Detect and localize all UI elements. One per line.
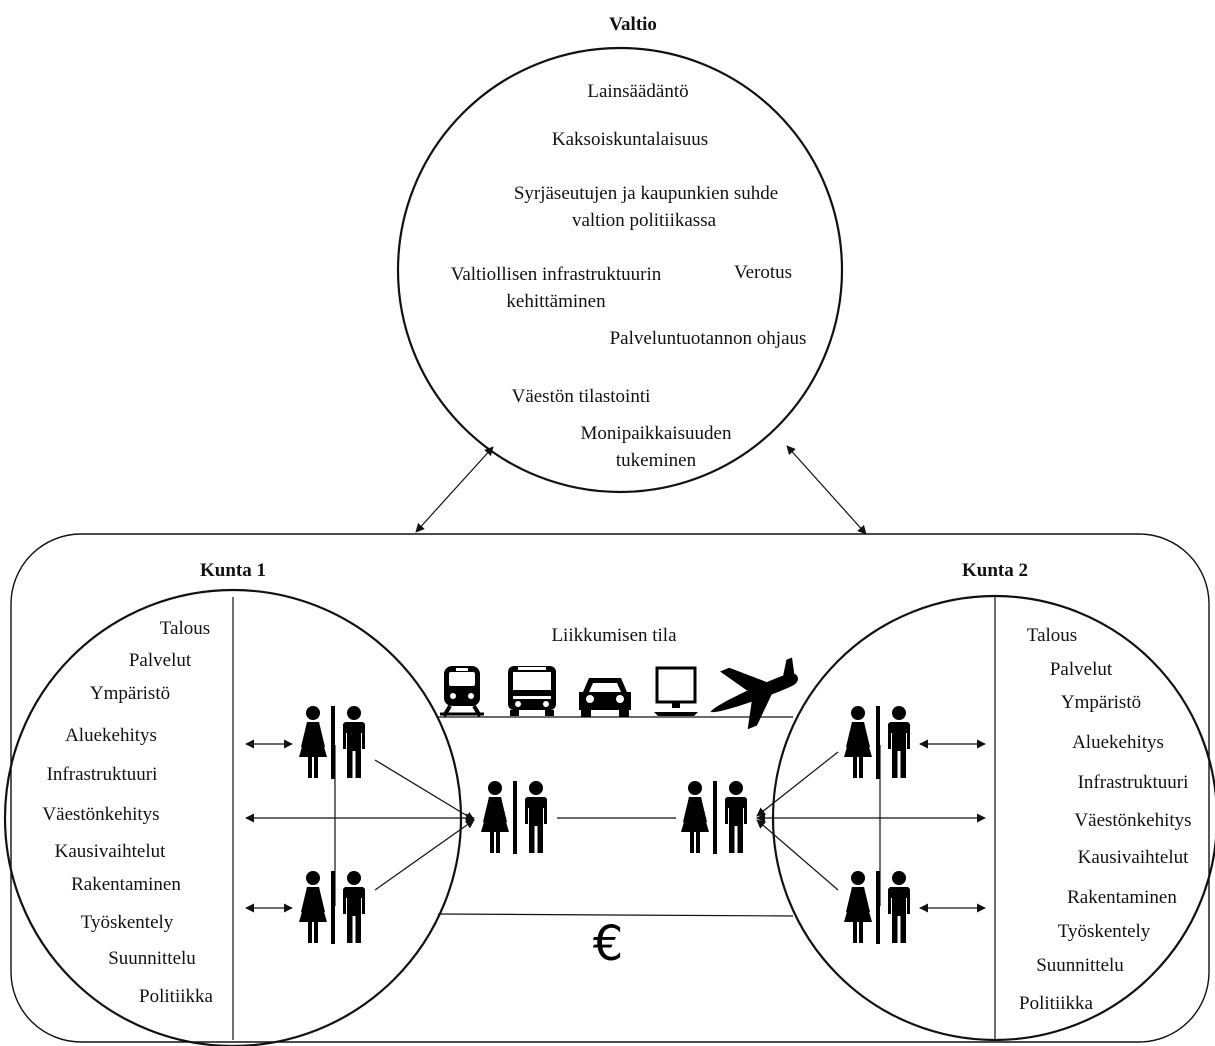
municipality2-title: Kunta 2 (962, 560, 1028, 581)
municipality1-item: Politiikka (139, 986, 213, 1007)
state-link-arrow-left (415, 446, 494, 533)
municipality2-item: Ympäristö (1061, 692, 1141, 713)
bus-icon (508, 666, 556, 716)
people-group-m1-bottom (299, 871, 365, 944)
municipality1-item: Talous (160, 618, 210, 639)
municipality2-item: Infrastruktuuri (1078, 772, 1189, 793)
municipality2-item: Väestönkehitys (1074, 810, 1191, 831)
people-group-center-right (681, 781, 747, 854)
airplane-icon (710, 657, 798, 730)
municipality1-item: Aluekehitys (65, 725, 157, 746)
car-icon (579, 678, 631, 717)
people-group-m2-top (844, 706, 910, 779)
municipality2-item: Politiikka (1019, 993, 1093, 1014)
state-circle (396, 46, 844, 494)
euro-icon: € (593, 916, 624, 972)
state-item: kehittäminen (506, 291, 606, 312)
state-item: Verotus (734, 262, 792, 283)
state-items: Lainsäädäntö Kaksoiskuntalaisuus Syrjäse… (451, 81, 807, 471)
municipality1-item: Väestönkehitys (42, 804, 159, 825)
municipality2-items: Talous Palvelut Ympäristö Aluekehitys In… (1019, 625, 1192, 1014)
state-item: valtion politiikassa (572, 210, 717, 231)
state-item: tukeminen (616, 450, 697, 471)
flow-arrow (756, 751, 839, 817)
flow-arrow (374, 759, 475, 821)
people-group-m2-bottom (844, 871, 910, 944)
municipality2-item: Aluekehitys (1072, 732, 1164, 753)
state-link-arrow-right (786, 445, 867, 535)
municipality2-item: Rakentaminen (1067, 887, 1177, 908)
train-icon (440, 666, 484, 718)
municipality2-item: Suunnittelu (1036, 955, 1124, 976)
municipality1-item: Ympäristö (90, 683, 170, 704)
municipality1-item: Työskentely (81, 912, 174, 933)
flow-arrow (756, 819, 839, 891)
municipality1-item: Kausivaihtelut (55, 841, 167, 862)
municipality1-item: Infrastruktuuri (47, 764, 158, 785)
people-group-m1-top (299, 706, 365, 779)
state-title: Valtio (609, 14, 657, 35)
state-item: Syrjäseutujen ja kaupunkien suhde (514, 183, 778, 204)
municipality2-item: Työskentely (1058, 921, 1151, 942)
state-item: Valtiollisen infrastruktuurin (451, 264, 662, 285)
municipality1-item: Palvelut (129, 650, 192, 671)
state-item: Lainsäädäntö (587, 81, 688, 102)
state-item: Väestön tilastointi (512, 386, 651, 407)
people-group-center-left (481, 781, 547, 854)
state-item: Palveluntuotannon ohjaus (610, 328, 807, 349)
municipality1-items: Talous Palvelut Ympäristö Aluekehitys In… (42, 618, 213, 1007)
state-item: Monipaikkaisuuden (581, 423, 732, 444)
state-item: Kaksoiskuntalaisuus (552, 129, 708, 150)
municipality2-item: Palvelut (1050, 659, 1113, 680)
mobility-space-bottom-line (437, 913, 794, 917)
municipality2-item: Talous (1027, 625, 1077, 646)
flow-arrow (374, 819, 475, 891)
mobility-space-label: Liikkumisen tila (551, 625, 677, 646)
municipality1-item: Suunnittelu (108, 948, 196, 969)
municipality2-item: Kausivaihtelut (1078, 847, 1190, 868)
municipality1-title: Kunta 1 (200, 560, 266, 581)
municipalities-container (10, 533, 1210, 1043)
municipality1-item: Rakentaminen (71, 874, 181, 895)
computer-icon (654, 666, 698, 716)
